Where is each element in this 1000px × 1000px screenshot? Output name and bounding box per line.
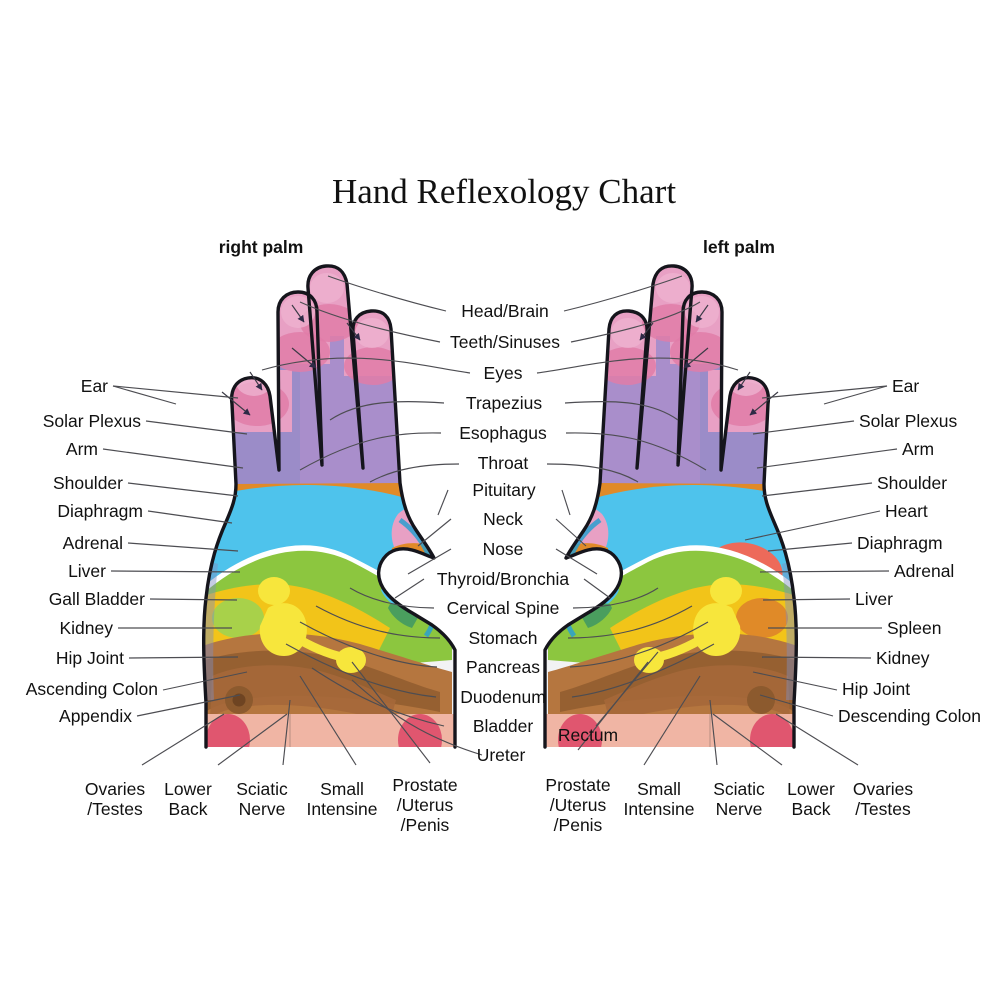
right-label-column: Ear Solar Plexus Arm Shoulder Heart Diap… (838, 376, 981, 726)
left-label-column: Ear Solar Plexus Arm Shoulder Diaphragm … (26, 376, 158, 726)
label-left-0: Ear (81, 376, 108, 396)
label-right-0: Ear (892, 376, 919, 396)
label-center-14: Bladder (473, 716, 533, 736)
label-right-11: Descending Colon (838, 706, 981, 726)
bl4-line1: /Uterus (397, 795, 454, 815)
label-left-9: Hip Joint (56, 648, 124, 668)
bottom-left-item-4: Prostate /Uterus /Penis (392, 775, 457, 835)
label-center-6: Pituitary (472, 480, 535, 500)
label-left-3: Shoulder (53, 473, 123, 493)
bl1-line0: Lower (164, 779, 212, 799)
label-right-3: Shoulder (877, 473, 947, 493)
br3-line1: Back (792, 799, 831, 819)
label-center-10: Cervical Spine (447, 598, 560, 618)
label-right-5: Diaphragm (857, 533, 943, 553)
label-left-7: Gall Bladder (49, 589, 145, 609)
bottom-left-item-2: Sciatic Nerve (236, 779, 288, 819)
label-rectum: Rectum (558, 725, 618, 745)
bottom-right-item-1: Small Intensine (623, 779, 694, 819)
label-right-7: Liver (855, 589, 893, 609)
label-left-11: Appendix (59, 706, 132, 726)
bottom-left-item-0: Ovaries /Testes (85, 779, 146, 819)
bl2-line0: Sciatic (236, 779, 288, 799)
bottom-left-item-1: Lower Back (164, 779, 212, 819)
br0-line0: Prostate (545, 775, 610, 795)
label-center-1: Teeth/Sinuses (450, 332, 560, 352)
label-right-4: Heart (885, 501, 928, 521)
label-center-0: Head/Brain (461, 301, 549, 321)
br1-line1: Intensine (623, 799, 694, 819)
zone-spleen (736, 598, 788, 638)
bl0-line0: Ovaries (85, 779, 146, 799)
br2-line1: Nerve (716, 799, 763, 819)
label-center-13: Duodenum (460, 687, 546, 707)
leader-lines (102, 275, 898, 766)
label-left-1: Solar Plexus (43, 411, 141, 431)
label-left-6: Liver (68, 561, 106, 581)
br0-line1: /Uterus (550, 795, 607, 815)
label-right-2: Arm (902, 439, 934, 459)
bottom-right-item-3: Lower Back (787, 779, 835, 819)
br1-line0: Small (637, 779, 681, 799)
page-title: Hand Reflexology Chart (332, 172, 676, 211)
label-left-2: Arm (66, 439, 98, 459)
label-left-8: Kidney (59, 618, 113, 638)
bl4-line0: Prostate (392, 775, 457, 795)
label-center-11: Stomach (468, 628, 537, 648)
bottom-right-labels: Prostate /Uterus /Penis Small Intensine … (545, 775, 913, 835)
bottom-right-item-0: Prostate /Uterus /Penis (545, 775, 610, 835)
label-right-6: Adrenal (894, 561, 954, 581)
bl3-line1: Intensine (306, 799, 377, 819)
center-label-column: Head/Brain Teeth/Sinuses Eyes Trapezius … (437, 301, 618, 765)
label-left-4: Diaphragm (57, 501, 143, 521)
bl0-line1: /Testes (87, 799, 143, 819)
label-center-5: Throat (478, 453, 529, 473)
label-right-1: Solar Plexus (859, 411, 957, 431)
label-center-4: Esophagus (459, 423, 547, 443)
label-center-12: Pancreas (466, 657, 540, 677)
label-center-9: Thyroid/Bronchia (437, 569, 570, 589)
label-center-3: Trapezius (466, 393, 542, 413)
br2-line0: Sciatic (713, 779, 765, 799)
label-center-15: Ureter (477, 745, 526, 765)
zone-adrenal (212, 598, 264, 638)
bl1-line1: Back (169, 799, 208, 819)
br4-line0: Ovaries (853, 779, 914, 799)
label-center-2: Eyes (484, 363, 523, 383)
label-right-8: Spleen (887, 618, 942, 638)
label-left-10: Ascending Colon (26, 679, 158, 699)
br4-line1: /Testes (855, 799, 911, 819)
label-center-8: Nose (483, 539, 524, 559)
label-right-10: Hip Joint (842, 679, 910, 699)
bottom-left-item-3: Small Intensine (306, 779, 377, 819)
zone-ovaries (206, 714, 250, 747)
bottom-right-item-4: Ovaries /Testes (853, 779, 914, 819)
bl2-line1: Nerve (239, 799, 286, 819)
bl4-line2: /Penis (401, 815, 450, 835)
zone-kidney (258, 577, 366, 673)
bl3-line0: Small (320, 779, 364, 799)
label-left-5: Adrenal (63, 533, 123, 553)
zone-testes (398, 714, 442, 747)
label-center-7: Neck (483, 509, 523, 529)
right-palm-caption: right palm (219, 237, 304, 257)
left-palm-caption: left palm (703, 237, 775, 257)
br0-line2: /Penis (554, 815, 603, 835)
label-right-9: Kidney (876, 648, 930, 668)
br3-line0: Lower (787, 779, 835, 799)
bottom-left-labels: Ovaries /Testes Lower Back Sciatic Nerve… (85, 775, 458, 835)
bottom-right-item-2: Sciatic Nerve (713, 779, 765, 819)
